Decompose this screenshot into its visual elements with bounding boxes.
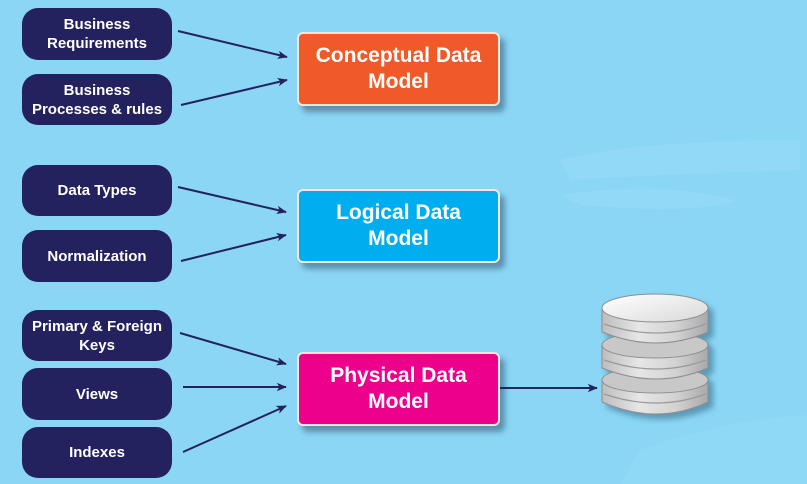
input-primary-foreign-keys: Primary & Foreign Keys bbox=[22, 310, 172, 361]
arrow-business-processes-to-conceptual bbox=[180, 78, 288, 106]
physical-data-model-box: Physical Data Model bbox=[297, 352, 500, 426]
input-indexes: Indexes bbox=[22, 427, 172, 478]
conceptual-data-model-box: Conceptual Data Model bbox=[297, 32, 500, 106]
input-data-types: Data Types bbox=[22, 165, 172, 216]
arrow-normalization-to-logical bbox=[180, 233, 287, 262]
input-business-requirements: Business Requirements bbox=[22, 8, 172, 60]
arrow-data-types-to-logical bbox=[177, 186, 287, 214]
input-views: Views bbox=[22, 368, 172, 420]
arrow-primary-foreign-keys-to-physical bbox=[179, 332, 287, 366]
input-normalization: Normalization bbox=[22, 230, 172, 282]
arrow-indexes-to-physical bbox=[182, 405, 287, 453]
arrow-business-requirements-to-conceptual bbox=[177, 30, 288, 59]
database-icon bbox=[601, 293, 709, 415]
logical-data-model-box: Logical Data Model bbox=[297, 189, 500, 263]
input-business-processes-rules: Business Processes & rules bbox=[22, 74, 172, 125]
database-disk-top bbox=[601, 293, 709, 344]
